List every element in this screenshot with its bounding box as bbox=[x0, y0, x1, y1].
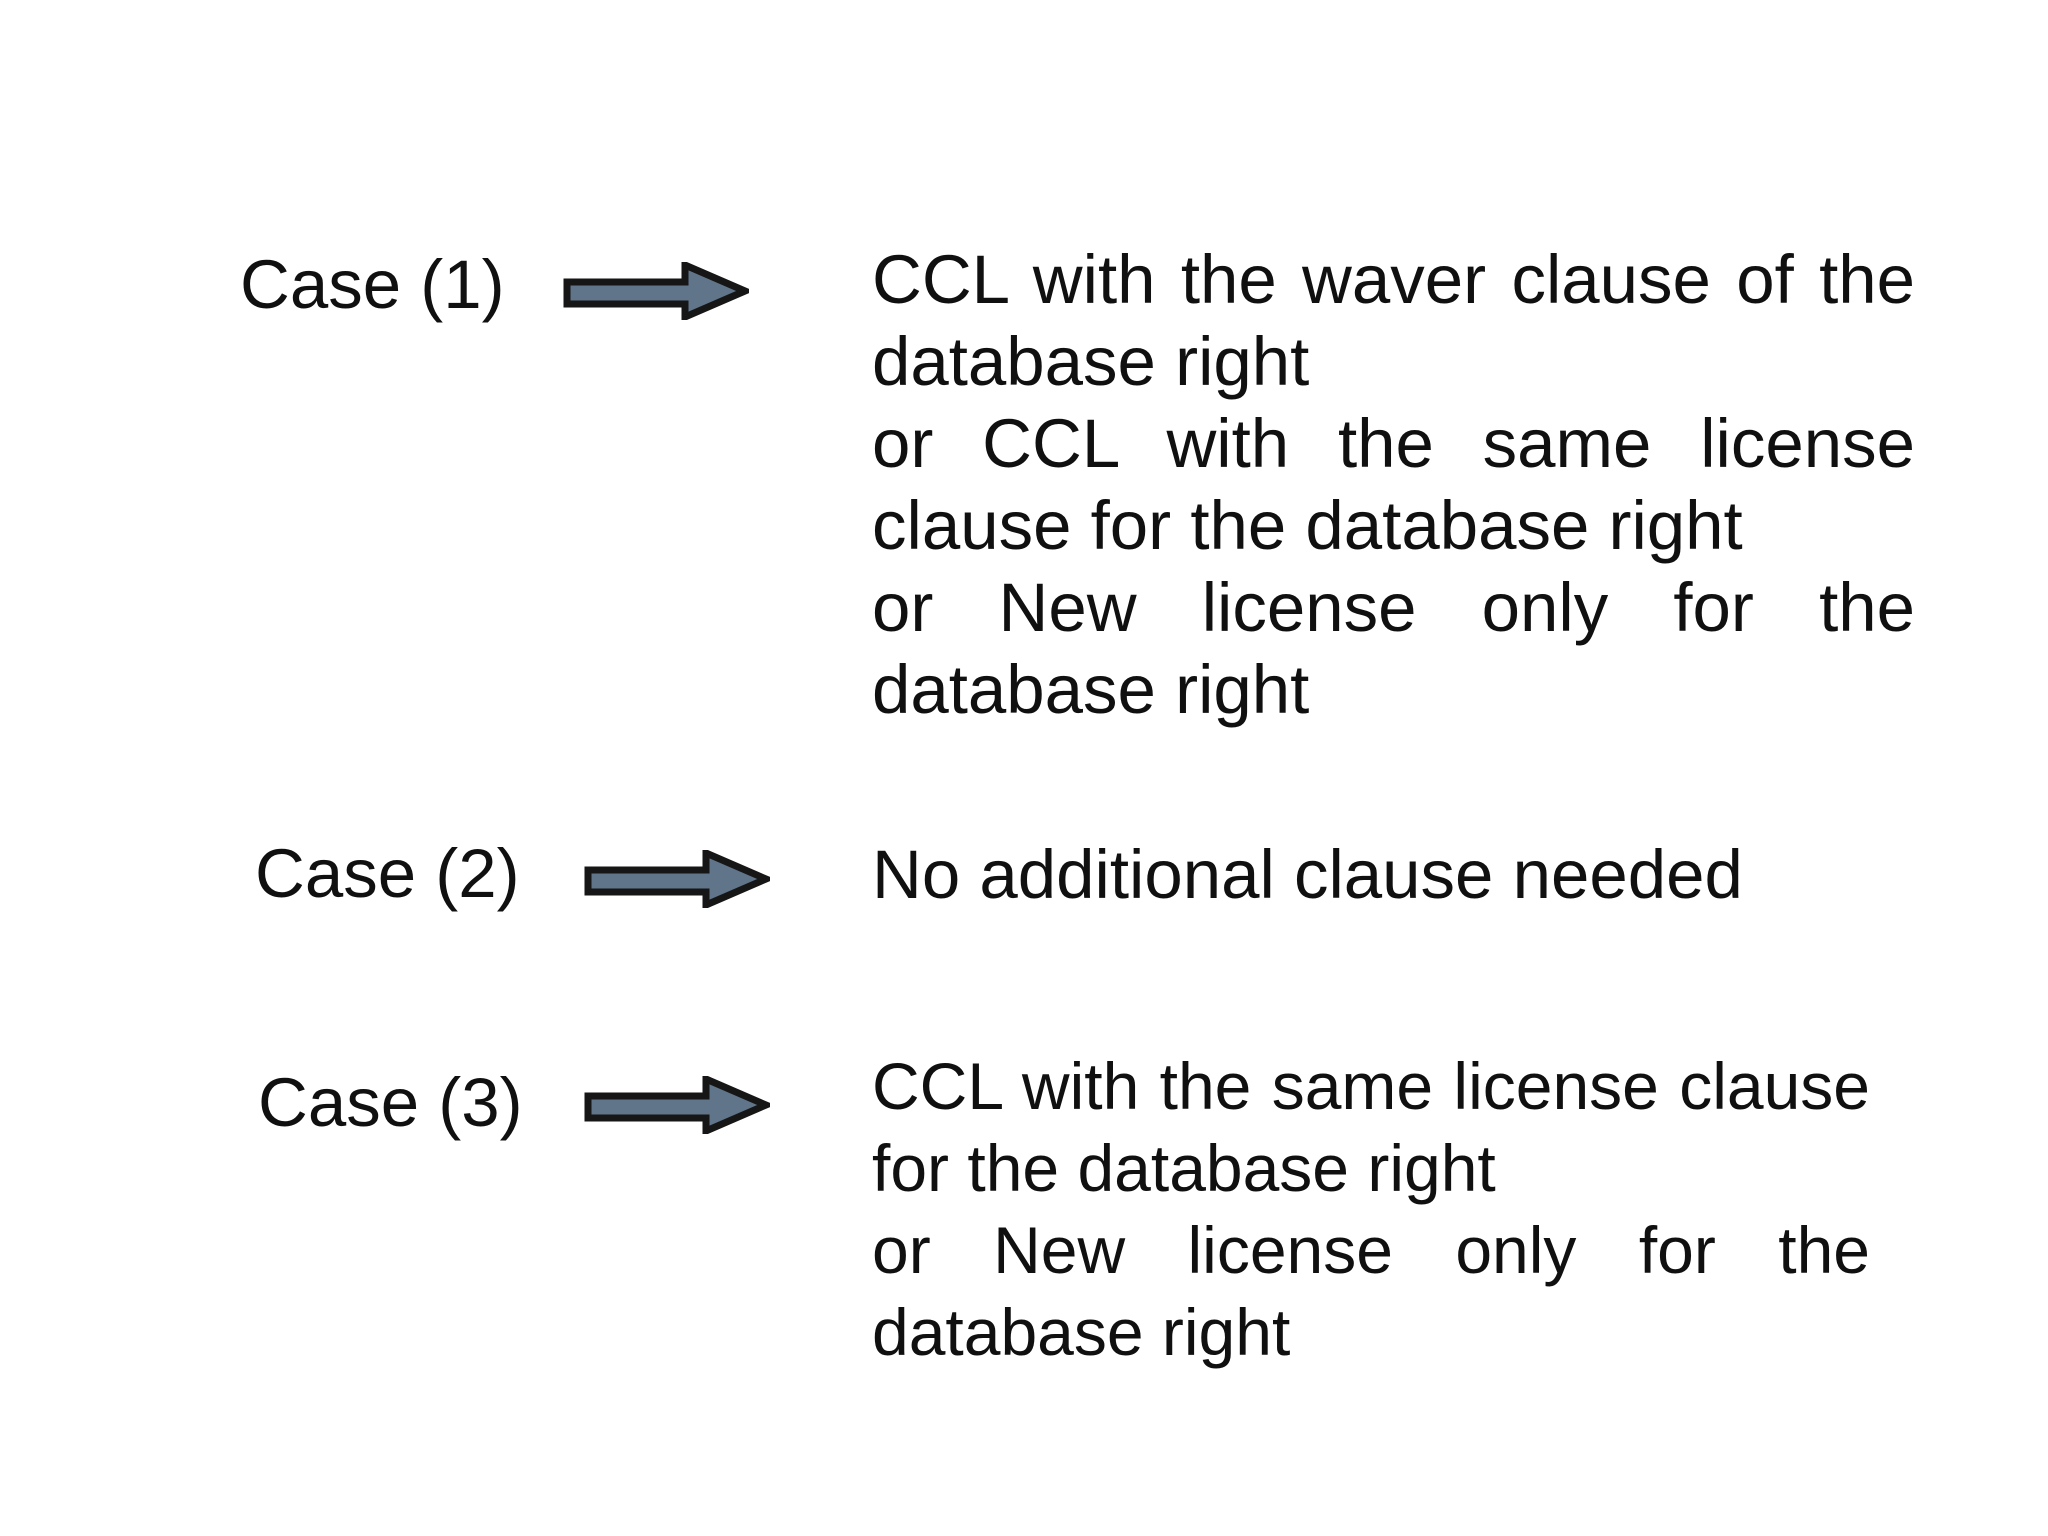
description-line: or New license only for the bbox=[872, 1213, 1870, 1287]
right-arrow-shape bbox=[584, 850, 770, 908]
description-line: or CCL with the same license bbox=[872, 405, 1915, 482]
description-line: No additional clause needed bbox=[872, 836, 1743, 913]
description-line: CCL with the same license clause bbox=[872, 1049, 1870, 1123]
case-2-description: No additional clause needed bbox=[872, 834, 1915, 916]
case-3-label: Case (3) bbox=[258, 1064, 523, 1141]
description-line: clause for the database right bbox=[872, 487, 1743, 564]
right-arrow-icon bbox=[584, 850, 770, 908]
description-line: database right bbox=[872, 323, 1310, 400]
right-arrow-shape bbox=[584, 1076, 770, 1134]
description-line: for the database right bbox=[872, 1131, 1496, 1205]
description-line: database right bbox=[872, 651, 1310, 728]
description-line: or New license only for the bbox=[872, 569, 1915, 646]
right-arrow-shape bbox=[563, 262, 749, 320]
description-line: database right bbox=[872, 1295, 1291, 1369]
case-3-description: CCL with the same license clause for the… bbox=[872, 1045, 1870, 1373]
case-1-label: Case (1) bbox=[240, 246, 505, 323]
description-line: CCL with the waver clause of the bbox=[872, 241, 1915, 318]
right-arrow-icon bbox=[584, 1076, 770, 1134]
case-1-description: CCL with the waver clause of the databas… bbox=[872, 239, 1915, 731]
right-arrow-icon bbox=[563, 262, 749, 320]
case-2-label: Case (2) bbox=[255, 835, 520, 912]
